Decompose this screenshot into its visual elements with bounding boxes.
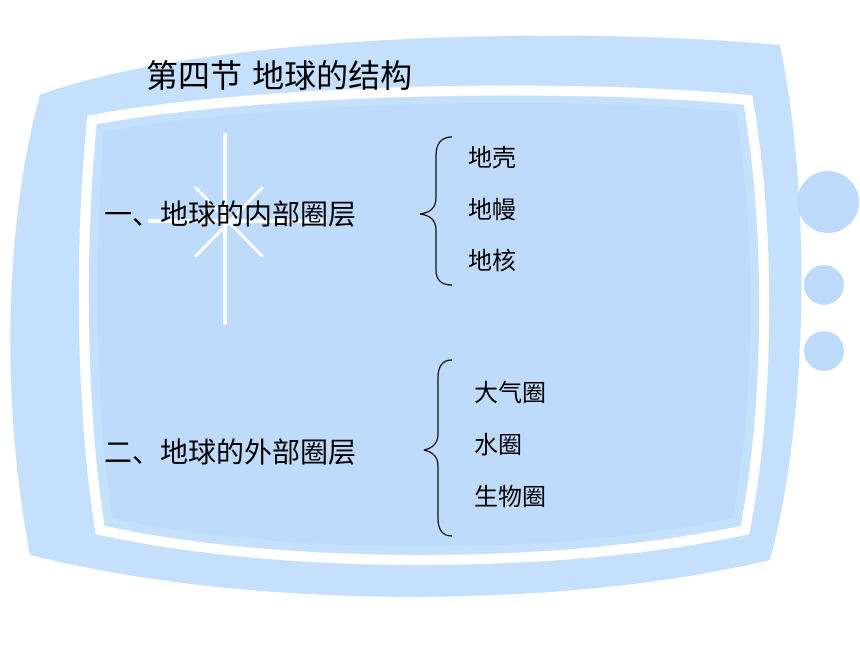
list-item-atmosphere: 大气圈 [474,379,546,407]
brace-inner-layers-icon [419,136,453,286]
slide-title: 第四节 地球的结构 [146,57,413,95]
brace-outer-layers-icon [423,359,453,537]
list-item-hydrosphere: 水圈 [474,431,522,459]
decor-dot-small [804,331,844,371]
list-item-biosphere: 生物圈 [474,483,546,511]
decor-dot-medium [804,265,844,305]
panel-outline [78,85,770,565]
sparkle-icon [148,133,327,325]
heading-inner-layers: 一、地球的内部圈层 [104,198,357,231]
list-item-core: 地核 [468,247,516,275]
list-item-mantle: 地幔 [468,196,516,224]
inner-panel [97,102,751,547]
heading-outer-layers: 二、地球的外部圈层 [104,436,357,469]
list-item-crust: 地壳 [468,144,516,172]
decor-dot-large [797,171,859,233]
